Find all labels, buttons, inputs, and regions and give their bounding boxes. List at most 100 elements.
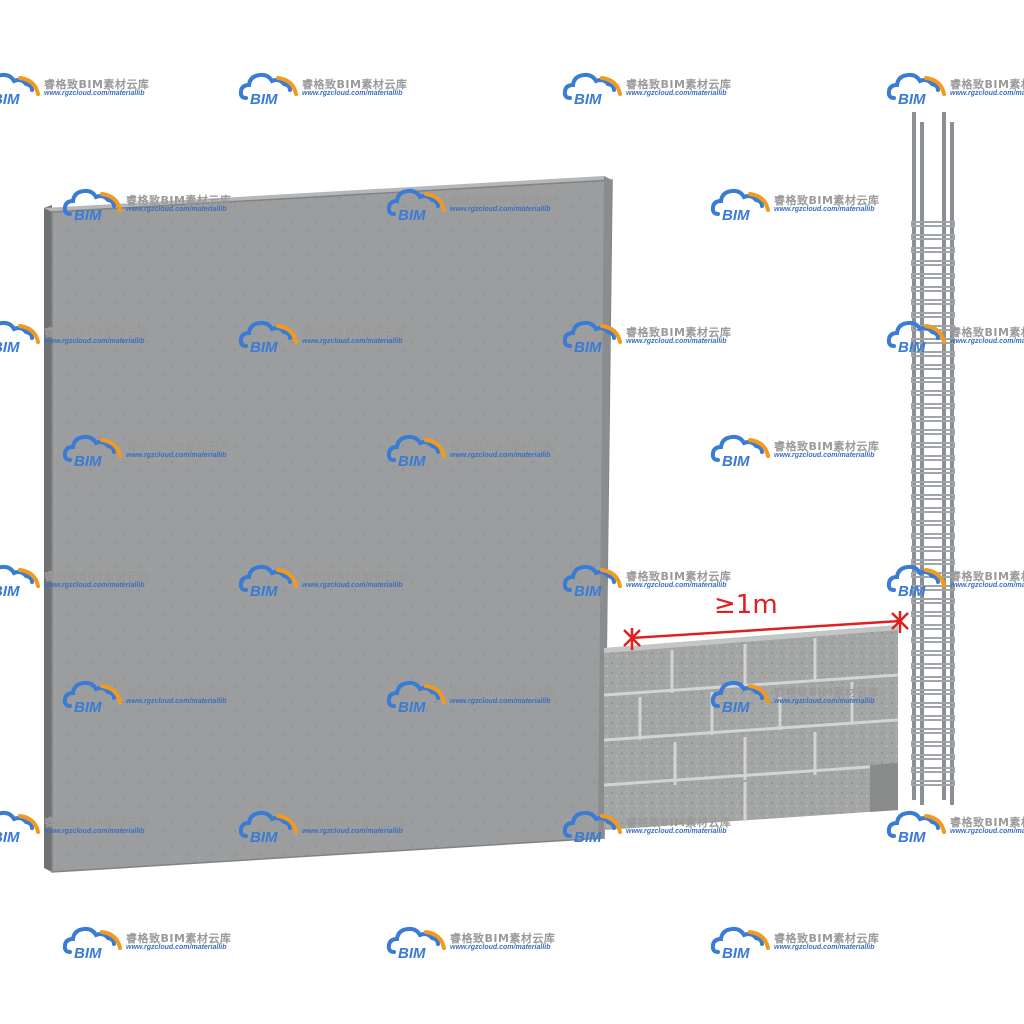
rebar-stirrup — [911, 416, 955, 422]
watermark: BIM 睿格致BIM素材云库www.rgzcloud.com/materialli… — [886, 560, 1024, 600]
watermark-url: www.rgzcloud.com/materiallib — [950, 828, 1024, 835]
watermark-company: 睿格致BIM素材云库 — [626, 78, 732, 91]
rebar-stirrup — [911, 234, 955, 240]
cloud-logo-icon: BIM — [62, 680, 122, 716]
cloud-logo-icon: BIM — [562, 810, 622, 846]
watermark: BIM睿格致BIM素材云库www.rgzcloud.com/materialli… — [0, 316, 180, 356]
rebar-stirrup — [911, 494, 955, 500]
cloud-logo-icon: BIM — [238, 320, 298, 356]
watermark: BIM睿格致BIM素材云库www.rgzcloud.com/materialli… — [0, 806, 180, 846]
rebar-stirrup — [911, 364, 955, 370]
cloud-logo-icon: BIM — [62, 434, 122, 470]
watermark-url: www.rgzcloud.com/materiallib — [950, 338, 1024, 345]
watermark-url: www.rgzcloud.com/materiallib — [126, 698, 227, 705]
rebar-stirrup — [911, 455, 955, 461]
watermark-company: 睿格致BIM素材云库 — [302, 816, 408, 829]
rebar-stirrup — [911, 442, 955, 448]
cloud-logo-icon: BIM — [62, 188, 122, 224]
watermark-company: 睿格致BIM素材云库 — [126, 686, 232, 699]
brand-text: BIM — [398, 207, 426, 224]
brand-text: BIM — [574, 91, 602, 108]
brand-text: BIM — [722, 453, 750, 470]
cloud-logo-icon: BIM — [710, 680, 770, 716]
rebar-stirrup — [911, 741, 955, 747]
rebar-stirrup — [911, 286, 955, 292]
watermark-url: www.rgzcloud.com/materiallib — [450, 698, 551, 705]
watermark-url: www.rgzcloud.com/materiallib — [126, 206, 227, 213]
rebar-stirrup — [911, 689, 955, 695]
cloud-logo-icon: BIM — [0, 320, 40, 356]
rebar-stirrup — [911, 507, 955, 513]
brand-text: BIM — [74, 945, 102, 962]
watermark-company: 睿格致BIM素材云库 — [450, 440, 556, 453]
rebar-stirrup — [911, 650, 955, 656]
watermark-company: 睿格致BIM素材云库 — [126, 194, 232, 207]
cloud-logo-icon: BIM — [386, 188, 446, 224]
rebar-stirrup — [911, 676, 955, 682]
watermark-company: 睿格致BIM素材云库 — [950, 570, 1024, 583]
cloud-logo-icon: BIM — [886, 810, 946, 846]
watermark-company: 睿格致BIM素材云库 — [302, 78, 408, 91]
rebar-stirrup — [911, 728, 955, 734]
cloud-logo-icon: BIM — [886, 320, 946, 356]
watermark-company: 睿格致BIM素材云库 — [950, 78, 1024, 91]
watermark-company: 睿格致BIM素材云库 — [126, 440, 232, 453]
brand-text: BIM — [574, 339, 602, 356]
rebar-stirrup — [911, 663, 955, 669]
watermark-company: 睿格致BIM素材云库 — [626, 570, 732, 583]
rebar-stirrup — [911, 390, 955, 396]
watermark-company: 睿格致BIM素材云库 — [774, 194, 880, 207]
cloud-logo-icon: BIM — [0, 72, 40, 108]
rebar-stirrup — [911, 312, 955, 318]
brand-text: BIM — [722, 945, 750, 962]
watermark-url: www.rgzcloud.com/materiallib — [126, 452, 227, 459]
brand-text: BIM — [0, 583, 20, 600]
watermark-url: www.rgzcloud.com/materiallib — [626, 582, 727, 589]
watermark-url: www.rgzcloud.com/materiallib — [774, 944, 875, 951]
watermark-url: www.rgzcloud.com/materiallib — [950, 90, 1024, 97]
cloud-logo-icon: BIM — [710, 926, 770, 962]
watermark-url: www.rgzcloud.com/materiallib — [626, 90, 727, 97]
block-masonry — [603, 625, 899, 830]
rebar-stirrup — [911, 559, 955, 565]
concrete-wall — [44, 176, 613, 873]
cloud-logo-icon: BIM — [386, 926, 446, 962]
rebar-stirrup — [911, 585, 955, 591]
watermark-url: www.rgzcloud.com/materiallib — [950, 582, 1024, 589]
brand-text: BIM — [250, 91, 278, 108]
watermark-company: 睿格致BIM素材云库 — [774, 440, 880, 453]
brand-text: BIM — [0, 829, 20, 846]
watermark-company: 睿格致BIM素材云库 — [450, 932, 556, 945]
watermark-url: www.rgzcloud.com/materiallib — [302, 338, 403, 345]
brand-text: BIM — [398, 453, 426, 470]
watermark: BIM睿格致BIM素材云库www.rgzcloud.com/materialli… — [0, 560, 180, 600]
watermark-url: www.rgzcloud.com/materiallib — [302, 582, 403, 589]
brand-text: BIM — [898, 583, 926, 600]
brand-text: BIM — [250, 829, 278, 846]
brand-text: BIM — [250, 339, 278, 356]
watermark-url: www.rgzcloud.com/materiallib — [626, 338, 727, 345]
watermark-url: www.rgzcloud.com/materiallib — [302, 90, 403, 97]
watermark: BIM睿格致BIM素材云库www.rgzcloud.com/materialli… — [886, 316, 1024, 356]
watermark-company: 睿格致BIM素材云库 — [450, 686, 556, 699]
rebar-stirrup — [911, 377, 955, 383]
rebar-stirrup — [911, 598, 955, 604]
watermark: BIM睿格致BIM素材云库www.rgzcloud.com/materialli… — [886, 806, 1024, 846]
cloud-logo-icon: BIM — [710, 434, 770, 470]
watermark-url: www.rgzcloud.com/materiallib — [450, 206, 551, 213]
rebar-stirrup — [911, 221, 955, 227]
rebar-stirrup — [911, 780, 955, 786]
watermark: BIM睿格致BIM素材云库www.rgzcloud.com/materialli… — [0, 68, 180, 108]
